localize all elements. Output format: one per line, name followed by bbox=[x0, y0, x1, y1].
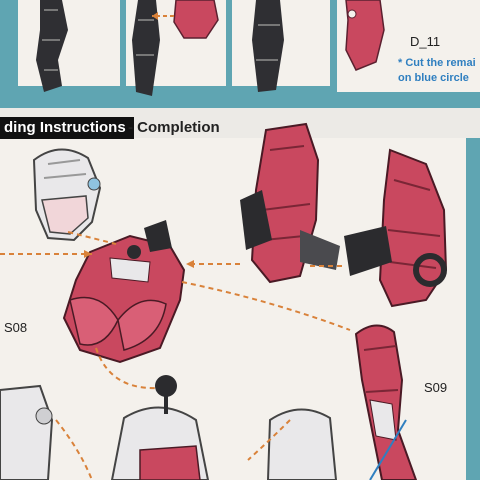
leg-part-right bbox=[266, 408, 338, 480]
arrow-head bbox=[186, 260, 194, 268]
pink-small-part bbox=[345, 0, 385, 71]
panel-divider bbox=[226, 0, 232, 92]
arrow-head bbox=[84, 250, 92, 258]
dark-leg-part-2 bbox=[132, 0, 160, 96]
part-label-d11: D_11 bbox=[410, 34, 441, 49]
part-label-s08: S08 bbox=[4, 320, 28, 335]
leg-part-left bbox=[0, 384, 54, 480]
shoulder-armor-right bbox=[344, 148, 448, 308]
head-part bbox=[32, 148, 102, 242]
pink-part-top bbox=[173, 0, 219, 39]
cut-note: * Cut the remai on blue circle bbox=[398, 57, 476, 84]
dark-leg-part-3 bbox=[252, 0, 284, 92]
waist-part bbox=[110, 375, 210, 480]
part-label-s09: S09 bbox=[424, 380, 448, 395]
callout-line bbox=[369, 419, 407, 480]
guide-arrows bbox=[0, 231, 351, 480]
shoulder-armor-left bbox=[240, 122, 340, 284]
torso-part bbox=[62, 220, 186, 364]
section-title: ding Instructions bbox=[0, 117, 134, 139]
arm-part bbox=[354, 324, 418, 480]
section-subtitle: - Completion bbox=[128, 119, 220, 136]
dark-leg-part-1 bbox=[36, 0, 68, 92]
panel-divider bbox=[120, 0, 126, 92]
